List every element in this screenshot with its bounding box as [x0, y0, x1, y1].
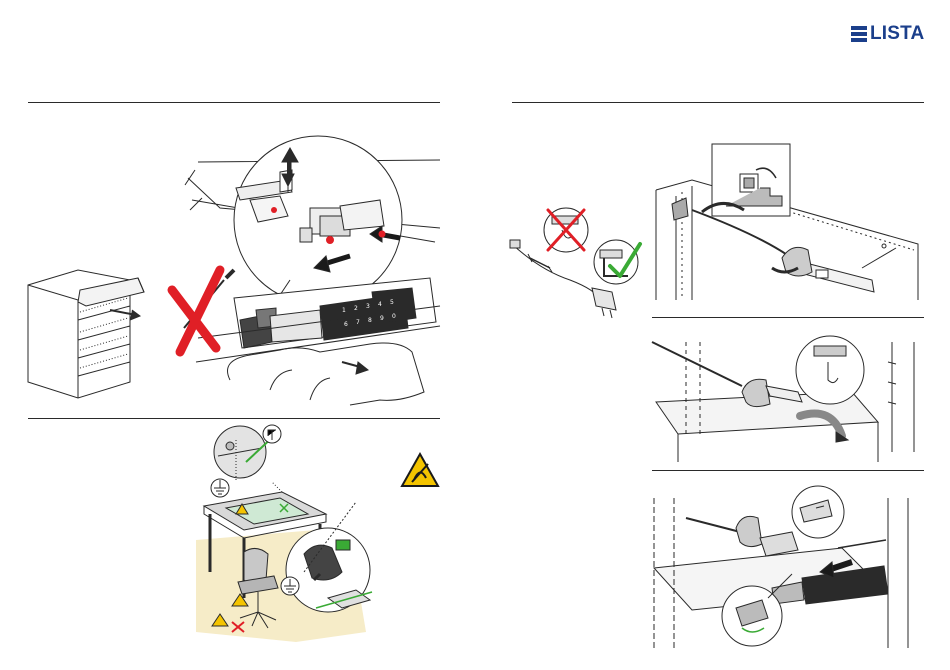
lista-logo: LISTA	[851, 24, 924, 44]
brand-name: LISTA	[870, 24, 924, 44]
illustration-cable-check	[500, 200, 650, 330]
keypad-key-6: 6	[344, 321, 348, 328]
rule-right-2	[652, 470, 924, 471]
illustration-frame-middle	[652, 322, 924, 462]
keypad-key-8: 8	[368, 317, 372, 324]
keypad-key-7: 7	[356, 319, 360, 326]
keypad-key-0: 0	[392, 313, 396, 320]
keypad-key-1: 1	[342, 307, 346, 314]
screwdriver-prohibited-icon	[172, 270, 220, 352]
lista-logo-icon	[851, 26, 867, 42]
keypad-key-2: 2	[354, 305, 358, 312]
esd-warning-icon	[400, 452, 440, 488]
keypad-key-9: 9	[380, 315, 384, 322]
illustration-frame-bottom	[652, 478, 924, 658]
rule-left-mid	[28, 418, 440, 419]
keypad-key-5: 5	[390, 299, 394, 306]
rule-left-top	[28, 102, 440, 103]
rule-right-top	[512, 102, 924, 103]
illustration-cabinet-lock: 1 2 3 4 5 6 7 8 9 0	[20, 130, 440, 415]
rule-right-1	[652, 317, 924, 318]
illustration-frame-top	[652, 140, 924, 308]
keypad-key-4: 4	[378, 301, 382, 308]
keypad-key-3: 3	[366, 303, 370, 310]
